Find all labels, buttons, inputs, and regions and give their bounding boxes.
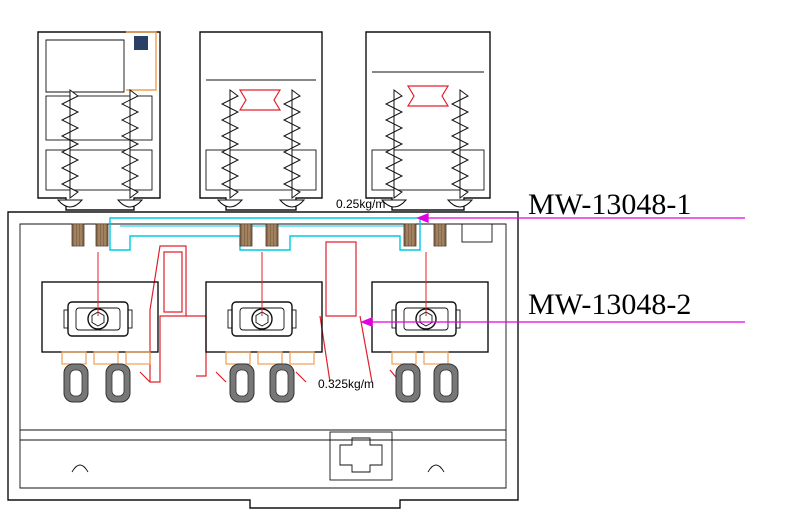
label-part-2: MW-13048-2	[528, 288, 691, 321]
brush-seal-icon	[71, 223, 447, 247]
red-track-profile	[325, 241, 357, 317]
gasket-icon	[63, 363, 459, 403]
leader-lines	[360, 213, 745, 327]
roller-icon	[41, 281, 489, 353]
sash-right	[365, 31, 491, 211]
main-frame	[7, 211, 519, 509]
cyan-interlock-profile	[109, 217, 421, 251]
label-part-1: MW-13048-1	[528, 188, 691, 221]
weight-lower: 0.325kg/m	[318, 377, 374, 391]
bead-clip	[134, 36, 148, 50]
glazing-bead	[126, 31, 157, 91]
wheel-set	[61, 351, 449, 365]
weight-upper: 0.25kg/m	[336, 197, 385, 211]
sash-left	[37, 31, 161, 211]
sash-middle	[199, 31, 323, 211]
frame-center-chamber	[329, 431, 393, 481]
